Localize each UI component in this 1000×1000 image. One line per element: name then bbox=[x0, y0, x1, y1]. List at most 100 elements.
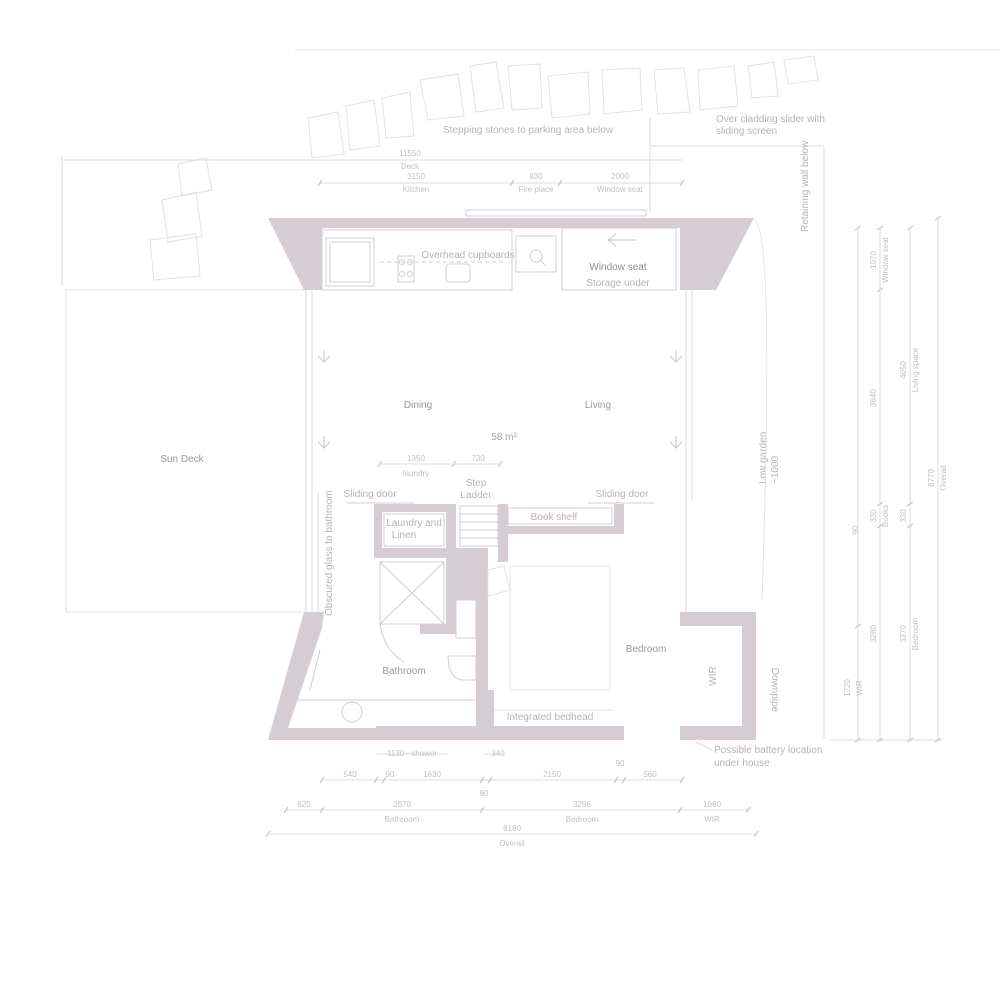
kitchen-bench bbox=[321, 229, 513, 291]
dim-windowseat-right-label: Window seat bbox=[881, 236, 890, 283]
fridge bbox=[325, 237, 375, 287]
dim-tick bbox=[906, 501, 914, 507]
dim-620: 620 bbox=[297, 800, 311, 809]
dim-books-value: 330 bbox=[869, 509, 878, 523]
stepping-stone bbox=[469, 61, 505, 113]
dim-tick bbox=[906, 737, 914, 743]
stepping-stone bbox=[653, 67, 691, 115]
dim-tick bbox=[876, 523, 884, 529]
wall-laundry-top bbox=[374, 504, 452, 512]
storage-under-label: Storage under bbox=[586, 278, 650, 289]
low-garden-edge bbox=[755, 221, 768, 601]
sun-deck bbox=[65, 289, 307, 613]
dim-540: 540 bbox=[343, 770, 357, 779]
bedroom-fixtures bbox=[487, 565, 614, 711]
dim-tick bbox=[317, 179, 323, 187]
wall-bedhead bbox=[486, 690, 494, 730]
dim-overall-right-value: 8770 bbox=[927, 469, 936, 487]
toilet-bowl bbox=[447, 655, 477, 681]
dim-tick bbox=[906, 225, 914, 231]
living-label: Living bbox=[585, 400, 611, 411]
floor-area-label: 58 m² bbox=[491, 432, 517, 443]
dim-90a: 90 bbox=[386, 770, 395, 779]
stepping-stone bbox=[177, 157, 213, 197]
living-space-edges bbox=[305, 290, 693, 612]
wall-bath-bed bbox=[476, 560, 488, 728]
dim-bathroom-value: 2670 bbox=[393, 800, 411, 809]
dim-tick bbox=[377, 460, 383, 468]
bedroom-stair bbox=[487, 565, 511, 597]
sun-deck-label: Sun Deck bbox=[160, 454, 204, 465]
dim-tick bbox=[487, 776, 493, 784]
wall-laundry-left bbox=[374, 504, 382, 556]
dim-kitchen-label: Kitchen bbox=[403, 185, 430, 194]
dim-tick bbox=[677, 806, 683, 814]
dim-tick bbox=[621, 776, 627, 784]
bathroom-fixtures bbox=[296, 561, 477, 723]
slider-note-line1: Over cladding slider with bbox=[716, 114, 825, 125]
arrow-left-icon bbox=[607, 233, 636, 247]
kitchen-fixtures bbox=[321, 209, 677, 291]
stepping-stone bbox=[783, 55, 819, 85]
bathroom-glazing-line bbox=[309, 649, 321, 691]
stepping-stone bbox=[507, 63, 543, 111]
wall-bottom-bed bbox=[486, 726, 624, 740]
dim-wir-value: 1060 bbox=[703, 800, 721, 809]
dim-tick bbox=[753, 830, 759, 838]
bathroom-label: Bathroom bbox=[382, 666, 425, 677]
step-ladder-label-line2: Ladder bbox=[460, 490, 492, 501]
basin bbox=[341, 701, 363, 723]
wall-bed-top-right bbox=[614, 504, 624, 534]
shower-tray bbox=[379, 561, 445, 625]
dim-tick bbox=[509, 179, 515, 187]
laundry-linen-label-line1: Laundry and bbox=[386, 518, 442, 529]
laundry-linen-cupboard bbox=[383, 513, 445, 547]
dim-tick bbox=[283, 806, 289, 814]
dim-wir-right-label: WIR bbox=[855, 680, 864, 696]
stepping-stones-label: Stepping stones to parking area below bbox=[443, 125, 614, 136]
dim-overall-top-label: Deck bbox=[401, 162, 420, 171]
wall-top-right bbox=[680, 218, 754, 290]
dim-tick bbox=[319, 806, 325, 814]
ladder-outline bbox=[459, 505, 499, 547]
dim-tick bbox=[934, 215, 942, 221]
wall-top-left bbox=[268, 218, 566, 290]
wall-wir bbox=[680, 612, 756, 740]
dim-tick bbox=[876, 501, 884, 507]
chevron-down-icon bbox=[669, 436, 683, 449]
dim-laundry-label: laundry bbox=[403, 469, 429, 478]
bottom-dimensions bbox=[265, 753, 759, 838]
wall-bottom-wir bbox=[680, 726, 756, 740]
dim-tick bbox=[745, 806, 751, 814]
low-garden-label-line1: Low garden bbox=[758, 432, 769, 484]
dim-bedroom-label: Bedroom bbox=[566, 815, 599, 824]
walls bbox=[268, 218, 756, 740]
bedroom-label: Bedroom bbox=[626, 644, 667, 655]
low-garden-label-line2: ~1000 bbox=[770, 455, 781, 484]
chevron-down-icon bbox=[317, 436, 331, 449]
window-slider bbox=[465, 209, 647, 217]
stepping-stones bbox=[149, 49, 1000, 281]
dim-overall-top-value: 11550 bbox=[399, 149, 421, 158]
dim-340: 340 bbox=[491, 749, 505, 758]
wall-bathroom-left bbox=[268, 612, 380, 740]
dim-90b: 90 bbox=[616, 759, 625, 768]
stepping-stone bbox=[747, 61, 779, 99]
stepping-stone bbox=[547, 71, 591, 119]
dim-living-space-value: 4650 bbox=[899, 361, 908, 379]
stepping-stone bbox=[419, 73, 465, 121]
dining-label: Dining bbox=[404, 400, 432, 411]
right-dimensions bbox=[830, 215, 942, 743]
stepping-stone bbox=[697, 65, 739, 111]
dim-windowseat-right-value: 1070 bbox=[869, 251, 878, 269]
dim-tick bbox=[265, 830, 271, 838]
dim-tick bbox=[876, 225, 884, 231]
stepping-stone bbox=[601, 67, 643, 115]
bed bbox=[509, 565, 611, 691]
cooktop bbox=[397, 255, 415, 283]
dim-kitchen-value: 3150 bbox=[407, 172, 425, 181]
battery-leader bbox=[695, 741, 713, 751]
dim-tick bbox=[854, 737, 862, 743]
chevron-down-icon bbox=[669, 350, 683, 363]
dim-tick bbox=[479, 806, 485, 814]
